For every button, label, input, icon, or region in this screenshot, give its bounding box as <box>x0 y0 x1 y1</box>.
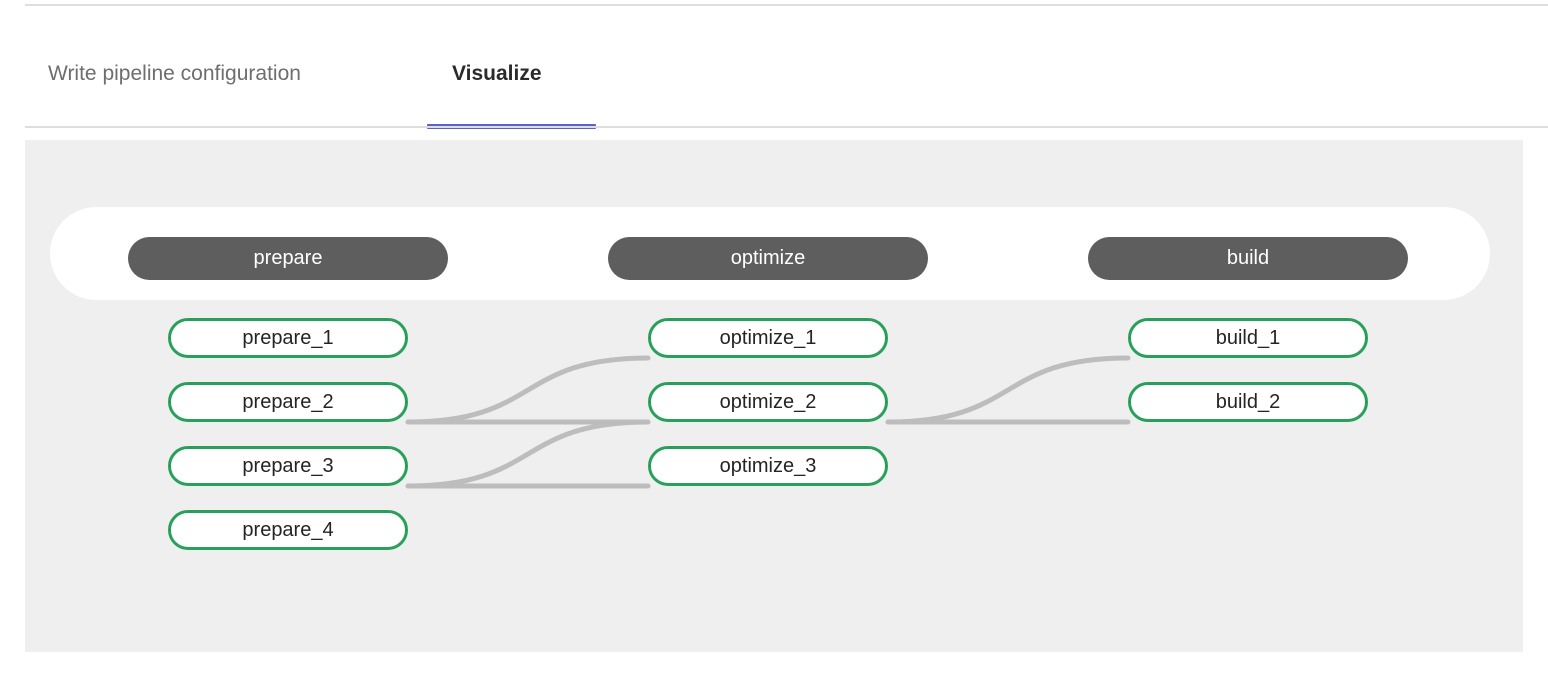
stage-header-prepare[interactable]: prepare <box>128 237 448 280</box>
tab-bar-divider <box>25 126 1548 128</box>
tab-visualize[interactable]: Visualize <box>452 20 542 126</box>
job-node-optimize-1-label: optimize_1 <box>719 327 817 349</box>
job-node-optimize-2-label: optimize_2 <box>719 391 817 413</box>
tab-write-pipeline-configuration-label: Write pipeline configuration <box>48 61 301 85</box>
job-node-optimize-3-label: optimize_3 <box>719 455 817 477</box>
job-node-prepare-3[interactable]: prepare_3 <box>168 446 408 486</box>
stage-header-optimize-label: optimize <box>730 247 806 269</box>
stage-header-prepare-label: prepare <box>253 247 323 269</box>
job-node-prepare-4-label: prepare_4 <box>242 519 334 541</box>
job-node-prepare-2-label: prepare_2 <box>242 391 334 413</box>
job-node-prepare-4[interactable]: prepare_4 <box>168 510 408 550</box>
job-link-layer <box>405 355 1131 489</box>
tab-write-pipeline-configuration[interactable]: Write pipeline configuration <box>48 20 301 126</box>
job-node-optimize-3[interactable]: optimize_3 <box>648 446 888 486</box>
job-link-optimize_2-to-build_1 <box>885 355 1131 425</box>
stage-header-optimize[interactable]: optimize <box>608 237 928 280</box>
stage-header-build[interactable]: build <box>1088 237 1408 280</box>
job-node-prepare-3-label: prepare_3 <box>242 455 334 477</box>
top-divider <box>25 4 1548 6</box>
job-node-build-1-label: build_1 <box>1215 327 1281 349</box>
job-node-build-2[interactable]: build_2 <box>1128 382 1368 422</box>
job-link-prepare_2-to-optimize_1 <box>405 355 651 425</box>
job-node-optimize-1[interactable]: optimize_1 <box>648 318 888 358</box>
job-node-prepare-1-label: prepare_1 <box>242 327 334 349</box>
pipeline-graph-canvas[interactable]: prepare optimize build prepare_1 prepare… <box>25 140 1523 652</box>
job-link-prepare_3-to-optimize_2 <box>405 419 651 489</box>
job-node-prepare-1[interactable]: prepare_1 <box>168 318 408 358</box>
tab-bar: Write pipeline configuration Visualize <box>0 20 1548 126</box>
job-node-build-2-label: build_2 <box>1215 391 1281 413</box>
tab-visualize-label: Visualize <box>452 61 542 85</box>
job-node-prepare-2[interactable]: prepare_2 <box>168 382 408 422</box>
job-node-optimize-2[interactable]: optimize_2 <box>648 382 888 422</box>
job-node-build-1[interactable]: build_1 <box>1128 318 1368 358</box>
stage-header-build-label: build <box>1226 247 1270 269</box>
